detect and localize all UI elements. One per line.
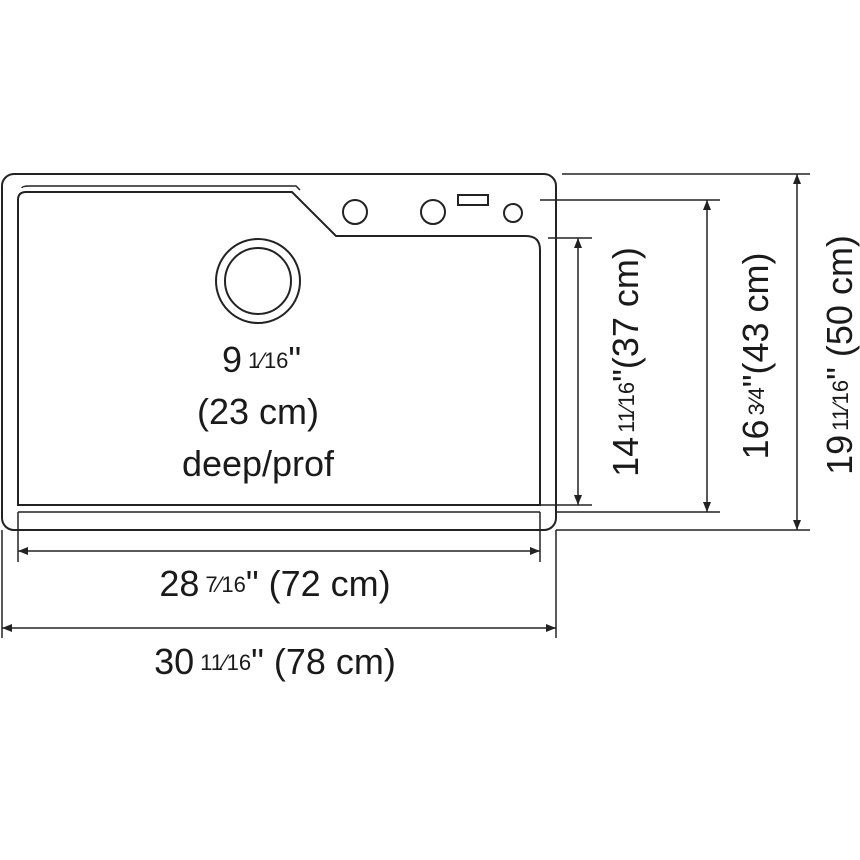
mid-depth-label: 163⁄4"(43 cm) (735, 253, 776, 460)
drain-outer-icon (215, 238, 301, 324)
drain-inner-icon (224, 247, 292, 315)
faucet-hole-3 (503, 203, 523, 223)
faucet-hole-2 (420, 199, 446, 225)
depth-metric: (23 cm) (197, 391, 319, 432)
outer-depth-label: 1911⁄16" (50 cm) (819, 235, 860, 475)
inner-depth-label: 1411⁄16"(37 cm) (605, 247, 646, 477)
drainboard-lip (21, 185, 301, 191)
overflow-slot (457, 194, 489, 206)
sink-outer-outline (1, 173, 557, 531)
faucet-hole-1 (342, 199, 368, 225)
depth-note: deep/prof (182, 443, 335, 484)
sink-basin-outline (17, 191, 541, 506)
